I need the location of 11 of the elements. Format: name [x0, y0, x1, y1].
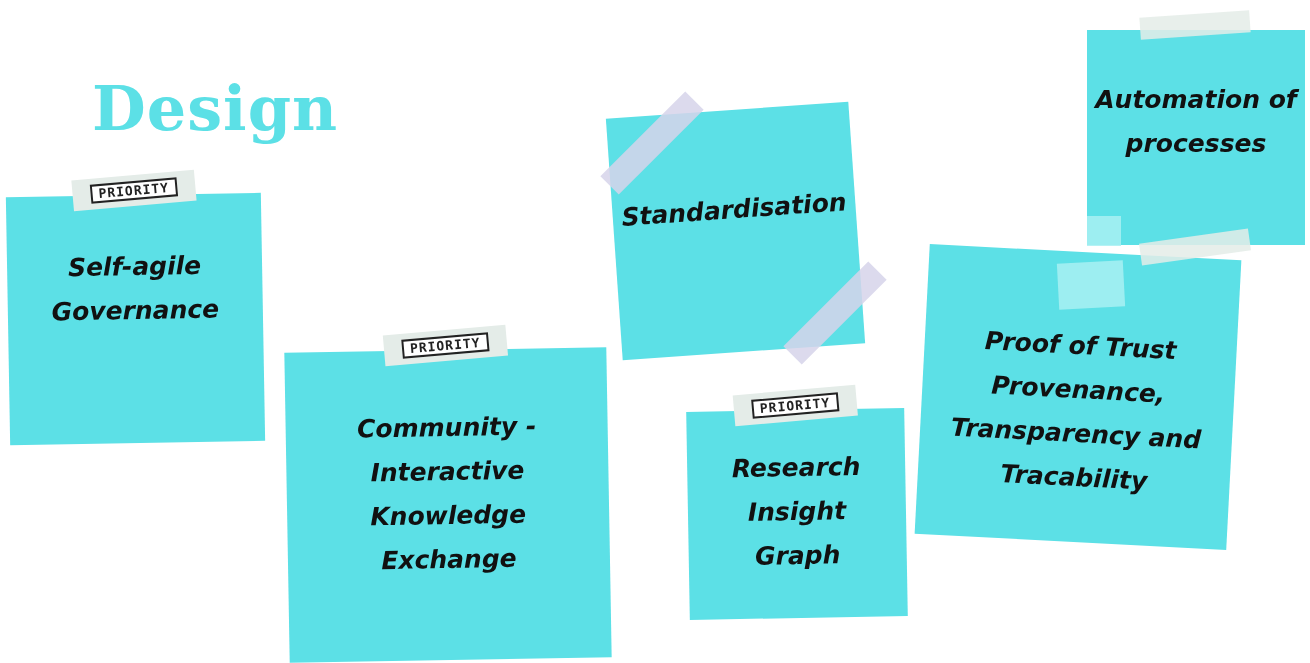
priority-stamp: PRIORITY [732, 384, 858, 427]
priority-stamp: PRIORITY [382, 324, 508, 367]
priority-stamp: PRIORITY [70, 169, 196, 212]
note-text: Proof of Trust Provenance, Transparency and Tracability [949, 325, 1203, 498]
note-text: Automation of processes [1093, 84, 1300, 160]
note-text: Self-agile Governance [50, 249, 221, 329]
note-text: Standardisation [620, 186, 848, 234]
note-text: Research Insight Graph [730, 450, 862, 573]
title: Design [92, 72, 339, 145]
sticky-note [1087, 30, 1305, 245]
note-text: Community - Interactive Knowledge Exchange [355, 410, 538, 578]
